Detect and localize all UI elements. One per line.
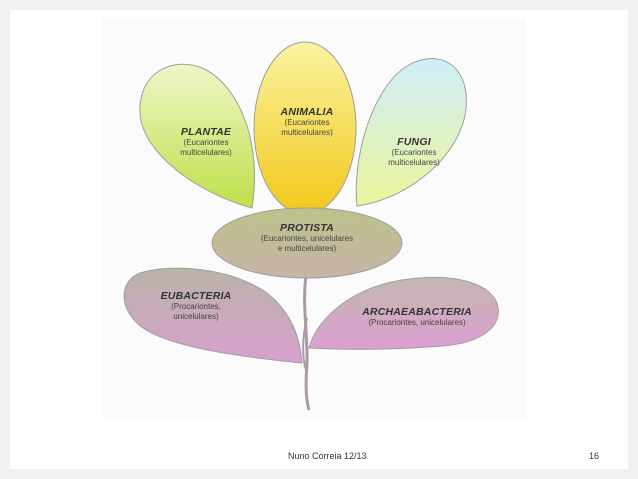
kingdom-desc: unicelulares) — [173, 312, 219, 321]
page-number: 16 — [589, 451, 600, 461]
kingdom-desc: (Eucariontes, unicelulares — [260, 234, 354, 243]
petal-protista — [211, 207, 403, 279]
kingdom-desc: (Eucariontes — [391, 148, 437, 157]
kingdom-desc: multicelulares) — [388, 158, 440, 167]
kingdom-name: ARCHAEABACTERIA — [362, 306, 472, 318]
label-archaeabacteria: ARCHAEABACTERIA (Procariontes, unicelula… — [352, 306, 482, 328]
kingdom-name: FUNGI — [397, 136, 431, 148]
kingdom-desc: (Eucariontes — [284, 118, 330, 127]
kingdom-desc: (Eucariontes — [183, 138, 229, 147]
tree-of-life-diagram: PLANTAE (Eucariontes multicelulares) ANI… — [102, 18, 526, 420]
kingdom-desc: multicelulares) — [180, 148, 232, 157]
petal-fungi — [355, 58, 467, 207]
label-eubacteria: EUBACTERIA (Procariontes, unicelulares) — [144, 290, 248, 322]
kingdom-name: PLANTAE — [180, 126, 232, 138]
petal-plantae — [139, 63, 255, 209]
stem-branch-left — [302, 317, 308, 371]
kingdom-name: ANIMALIA — [280, 106, 334, 118]
petal-archaeabacteria — [308, 276, 499, 350]
label-protista: PROTISTA (Eucariontes, unicelulares e mu… — [242, 222, 372, 254]
kingdom-desc: (Procariontes, — [171, 302, 221, 311]
label-fungi: FUNGI (Eucariontes multicelulares) — [372, 136, 456, 168]
kingdom-name: EUBACTERIA — [160, 290, 232, 302]
petal-eubacteria — [123, 267, 303, 364]
kingdom-name: PROTISTA — [280, 222, 334, 234]
label-plantae: PLANTAE (Eucariontes multicelulares) — [164, 126, 248, 158]
kingdom-desc: multicelulares) — [281, 128, 333, 137]
stem — [303, 275, 311, 411]
footer-author: Nuno Correia 12/13 — [288, 451, 367, 461]
kingdom-desc: e multicelulares) — [277, 244, 337, 253]
label-animalia: ANIMALIA (Eucariontes multicelulares) — [262, 106, 352, 138]
kingdom-desc: (Procariontes, unicelulares) — [368, 318, 466, 327]
flower-diagram-svg — [123, 41, 499, 411]
